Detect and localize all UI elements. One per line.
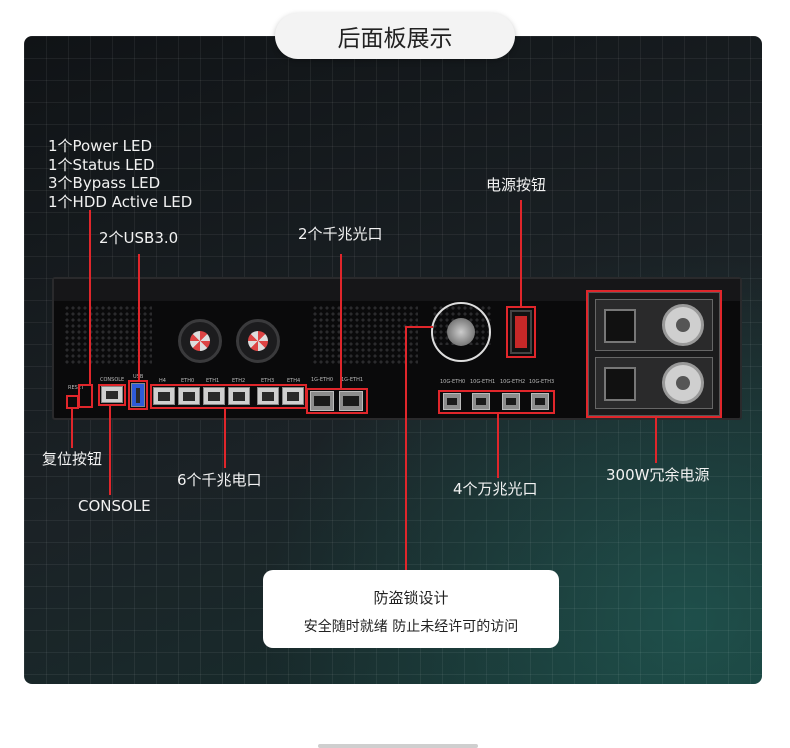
led-list: 1个Power LED 1个Status LED 3个Bypass LED 1个… bbox=[48, 137, 192, 211]
led-highlight bbox=[78, 384, 93, 408]
fan-icon bbox=[236, 319, 280, 363]
sfp-marking: 1G-ETH0 bbox=[311, 377, 334, 383]
callout-title: 防盗锁设计 bbox=[373, 589, 449, 607]
fan-icon bbox=[662, 362, 704, 404]
tengige-sfp-highlight bbox=[438, 390, 555, 414]
chassis-top-edge bbox=[54, 279, 740, 301]
lock-leader bbox=[405, 326, 433, 328]
power-button-highlight bbox=[506, 306, 536, 358]
reset-marking: RESET bbox=[68, 385, 85, 391]
led-leader bbox=[89, 210, 91, 386]
gige-fiber-leader bbox=[340, 254, 342, 389]
sfp-port bbox=[472, 393, 490, 410]
psu-module bbox=[588, 292, 720, 416]
usb-leader bbox=[138, 254, 140, 381]
eth-marking: ETH1 bbox=[206, 378, 220, 384]
psu-highlight bbox=[586, 290, 722, 418]
vent-mesh bbox=[312, 305, 418, 365]
gige-fiber-label: 2个千兆光口 bbox=[298, 225, 383, 243]
sfp-port bbox=[339, 391, 363, 411]
ethernet-port bbox=[282, 387, 304, 405]
eth-marking: ETH0 bbox=[181, 378, 195, 384]
sfp-port bbox=[531, 393, 549, 410]
ethernet-port bbox=[178, 387, 200, 405]
ethernet-port bbox=[203, 387, 225, 405]
console-marking: CONSOLE bbox=[100, 377, 125, 383]
psu-leader bbox=[655, 417, 657, 463]
eth-marking: ETH3 bbox=[261, 378, 275, 384]
ethernet-port bbox=[257, 387, 279, 405]
lock-callout: 防盗锁设计 安全随时就绪 防止未经许可的访问 bbox=[263, 570, 559, 648]
eth-marking: H4 bbox=[159, 378, 166, 384]
console-port bbox=[101, 386, 123, 403]
eth-leader bbox=[224, 408, 226, 468]
bottom-divider bbox=[318, 744, 478, 748]
psu-unit bbox=[595, 357, 713, 409]
sfp-marking: 10G-ETH0 bbox=[440, 379, 466, 385]
usb-label: 2个USB3.0 bbox=[99, 229, 179, 247]
sfp-marking: 1G-ETH1 bbox=[341, 377, 364, 383]
power-button-leader bbox=[520, 200, 522, 307]
sfp-marking: 10G-ETH3 bbox=[529, 379, 555, 385]
fan-icon bbox=[662, 304, 704, 346]
gige-copper-label: 6个千兆电口 bbox=[177, 471, 262, 489]
ethernet-port bbox=[228, 387, 250, 405]
console-highlight bbox=[98, 384, 126, 406]
eth-marking: ETH4 bbox=[287, 378, 301, 384]
sfp-port bbox=[443, 393, 461, 410]
psu-label: 300W冗余电源 bbox=[606, 466, 710, 484]
power-button-label: 电源按钮 bbox=[486, 176, 547, 194]
usb-highlight bbox=[128, 380, 148, 410]
sfp-marking: 10G-ETH1 bbox=[470, 379, 496, 385]
led-item: 1个Power LED bbox=[48, 137, 153, 155]
led-item: 3个Bypass LED bbox=[48, 174, 161, 192]
console-label: CONSOLE bbox=[78, 497, 151, 515]
fan-icon bbox=[178, 319, 222, 363]
sfp-marking: 10G-ETH2 bbox=[500, 379, 526, 385]
led-item: 1个HDD Active LED bbox=[48, 192, 193, 211]
eth-marking: ETH2 bbox=[232, 378, 246, 384]
tengige-leader bbox=[497, 413, 499, 478]
lock-icon bbox=[431, 302, 491, 362]
page-title: 后面板展示 bbox=[275, 13, 515, 59]
usb-port bbox=[131, 383, 145, 407]
gige-sfp-highlight bbox=[306, 388, 368, 414]
power-switch-icon bbox=[510, 310, 532, 354]
lock-leader bbox=[405, 326, 407, 570]
vent-mesh bbox=[64, 305, 152, 365]
console-leader bbox=[109, 405, 111, 495]
power-socket-icon bbox=[604, 367, 636, 401]
callout-subtitle: 安全随时就绪 防止未经许可的访问 bbox=[303, 619, 519, 635]
sfp-port bbox=[502, 393, 520, 410]
reset-leader bbox=[71, 408, 73, 448]
sfp-port bbox=[310, 391, 334, 411]
ethernet-port bbox=[153, 387, 175, 405]
eth-highlight bbox=[150, 384, 307, 409]
tengige-fiber-label: 4个万兆光口 bbox=[453, 480, 538, 498]
power-socket-icon bbox=[604, 309, 636, 343]
led-item: 1个Status LED bbox=[48, 155, 155, 174]
psu-unit bbox=[595, 299, 713, 351]
reset-button-label: 复位按钮 bbox=[42, 450, 103, 468]
